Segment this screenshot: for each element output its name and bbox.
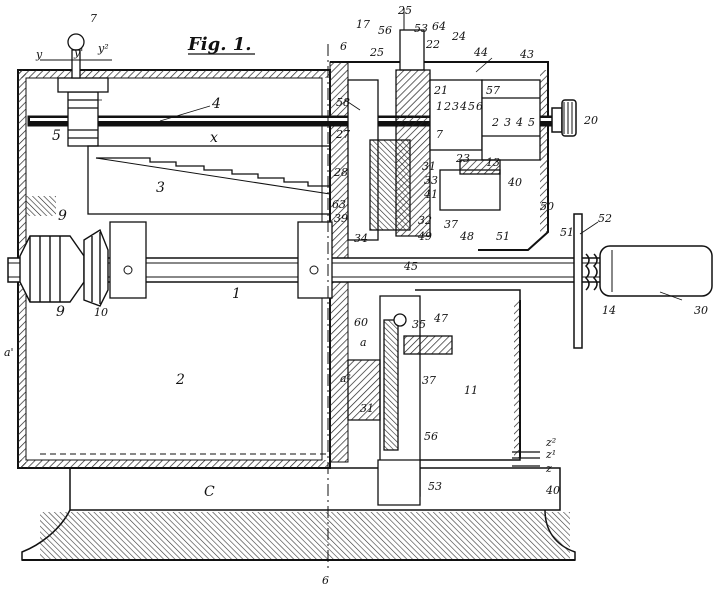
label-37-lower: 37 [422, 374, 436, 387]
label-4: 4 [211, 96, 221, 112]
drum-digit: 5 [528, 116, 535, 129]
label-51: 51 [560, 226, 574, 239]
label-25: 25 [369, 46, 384, 59]
label-47: 47 [433, 312, 448, 325]
step-drum [26, 145, 331, 216]
label-1: 1 [232, 286, 241, 302]
label-31-upper: 31 [422, 160, 436, 173]
label-48: 48 [459, 230, 474, 243]
label-3: 3 [156, 180, 165, 196]
label-2: 2 [175, 372, 185, 388]
wheel-digit: 5 [468, 100, 475, 113]
label-y1: y' [73, 46, 83, 59]
wheel-digit: 1 [436, 100, 443, 113]
wheel-digit: 2 [443, 100, 451, 113]
label-y: y [35, 48, 43, 61]
label-a1: a' [4, 346, 14, 359]
label-52: 52 [598, 212, 612, 225]
counter-column-upper [347, 29, 541, 241]
label-39: 39 [334, 212, 348, 225]
label-6-top: 6 [340, 40, 347, 53]
label-33: 33 [424, 174, 438, 187]
lower-mechanism [347, 295, 453, 506]
label-23: 23 [455, 152, 470, 165]
top-shaft [27, 99, 577, 137]
leader-lines [82, 57, 683, 301]
label-34: 34 [354, 232, 368, 245]
drum-digit: 3 [504, 116, 511, 129]
label-31-lower: 31 [360, 402, 374, 415]
label-a: a [360, 336, 367, 349]
label-51-mid: 51 [496, 230, 510, 243]
label-58: 58 [336, 96, 350, 109]
left-gears [40, 33, 112, 147]
label-40-lower: 40 [545, 484, 560, 497]
label-11: 11 [464, 384, 478, 397]
label-53-top: 53 [414, 22, 428, 35]
label-x: x [210, 130, 218, 146]
label-y2: y² [97, 42, 109, 55]
label-50: 50 [540, 200, 554, 213]
label-z: z [545, 462, 552, 475]
label-64: 64 [432, 20, 446, 33]
label-60: 60 [354, 316, 368, 329]
label-14: 14 [602, 304, 616, 317]
label-35: 35 [412, 318, 426, 331]
label-63: 63 [332, 198, 346, 211]
wheel-digit: 4 [459, 100, 467, 113]
label-5: 5 [52, 128, 61, 144]
label-25-top: 25 [397, 4, 412, 17]
label-27: 27 [335, 128, 350, 141]
label-53-bottom: 53 [428, 480, 442, 493]
label-28: 28 [333, 166, 348, 179]
label-56-lower: 56 [424, 430, 438, 443]
label-20: 20 [583, 114, 598, 127]
label-40-upper: 40 [507, 176, 522, 189]
wheel-digit: 6 [476, 100, 483, 113]
label-13: 13 [486, 156, 500, 169]
label-57: 57 [486, 84, 500, 97]
label-49: 49 [417, 230, 432, 243]
label-41: 41 [423, 188, 438, 201]
figure-title: Fig. 1. [187, 34, 252, 55]
label-7: 7 [90, 12, 97, 25]
label-24: 24 [451, 30, 466, 43]
label-z1: z¹ [545, 448, 556, 461]
label-a2: a² [340, 372, 351, 385]
drum-digit: 2 [491, 116, 499, 129]
label-21: 21 [433, 84, 448, 97]
wheel-digit: 7 [436, 128, 443, 141]
label-9-bottom: 9 [56, 304, 65, 320]
right-bracket [512, 451, 540, 467]
label-6-bottom: 6 [322, 574, 329, 587]
base [21, 467, 576, 561]
drum-digit: 4 [515, 116, 523, 129]
label-10: 10 [94, 306, 108, 319]
label-C: C [204, 484, 215, 500]
label-37-upper: 37 [444, 218, 458, 231]
label-17: 17 [356, 18, 370, 31]
label-32: 32 [418, 214, 432, 227]
bevel-gears [19, 228, 109, 307]
label-56-top: 56 [378, 24, 392, 37]
reference-labels: 7 y y' y² 6 25 17 56 53 64 25 22 24 44 4… [4, 4, 708, 587]
label-44: 44 [473, 46, 488, 59]
label-43: 43 [519, 48, 534, 61]
label-22: 22 [425, 38, 440, 51]
label-z2: z² [545, 436, 556, 449]
wheel-digit: 3 [452, 100, 459, 113]
label-9-top: 9 [58, 208, 67, 224]
counter-digits: 1 2 3 4 5 6 7 2 3 4 5 [436, 100, 535, 141]
label-30: 30 [694, 304, 708, 317]
label-45: 45 [403, 260, 418, 273]
